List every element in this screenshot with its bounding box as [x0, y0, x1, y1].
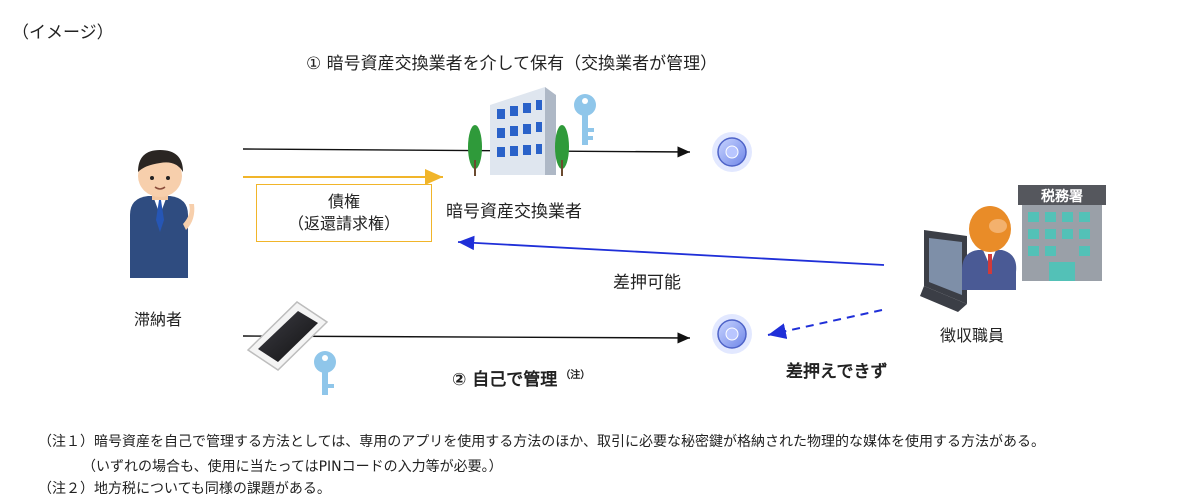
person-icon	[130, 150, 195, 278]
route2-note-mark: （注）	[560, 370, 591, 382]
delinquent-taxpayer-label: 滞納者	[134, 310, 183, 329]
route2-caption-text: ② 自己で管理	[452, 370, 558, 390]
note-1-sub: （いずれの場合も、使用に当たってはPINコードの入力等が必要。）	[82, 459, 503, 475]
tax-officer-icon	[962, 206, 1017, 290]
coin-icon	[712, 314, 752, 354]
note-1: （注１）暗号資産を自己で管理する方法としては、専用のアプリを使用する方法のほか、…	[38, 434, 1046, 450]
not-seizable-label: 差押えできず	[786, 362, 888, 382]
route2-caption: ② 自己で管理（注）	[452, 365, 590, 390]
seizable-label: 差押可能	[613, 273, 681, 293]
route2-arrow	[242, 332, 691, 344]
smartphone-icon	[246, 301, 329, 371]
tax-collector-label: 徴収職員	[940, 326, 1005, 345]
exchange-label: 暗号資産交換業者	[446, 202, 582, 222]
note-2: （注２）地方税についても同様の課題がある。	[38, 481, 331, 497]
key-icon	[574, 94, 596, 145]
claim-box: 債権 （返還請求権）	[256, 184, 432, 242]
image-label: （イメージ）	[12, 23, 114, 43]
not-seize-arrow	[767, 309, 883, 339]
key-icon	[314, 351, 336, 395]
computer-icon	[920, 230, 967, 312]
claim-title: 債権	[327, 192, 360, 211]
building-icon	[468, 87, 569, 176]
claim-subtitle: （返還請求権）	[287, 214, 400, 233]
route1-arrow	[242, 146, 691, 158]
coin-icon	[712, 132, 752, 172]
route1-caption: ① 暗号資産交換業者を介して保有（交換業者が管理）	[306, 54, 718, 74]
seize-arrow	[457, 235, 885, 266]
tax-office-sign: 税務署	[1041, 188, 1083, 205]
tax-office-building-icon: 税務署	[1018, 185, 1106, 281]
